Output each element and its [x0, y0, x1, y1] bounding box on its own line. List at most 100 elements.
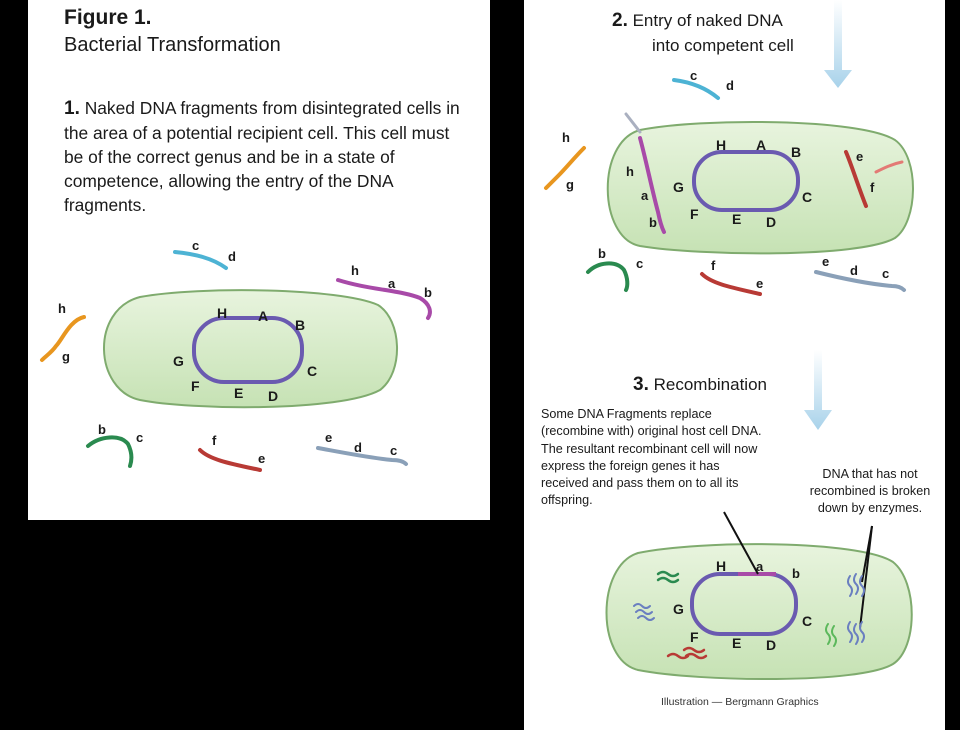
fragment-fe-2: [700, 272, 762, 296]
fragment-hg-2: [544, 146, 586, 190]
fragment-label-d-2: d: [726, 78, 734, 93]
illustration-credit: Illustration — Bergmann Graphics: [661, 696, 819, 708]
fragment-label-d-2b: d: [850, 263, 858, 278]
arrow-to-step-2: [824, 0, 852, 88]
background-black-right: [945, 0, 960, 730]
step-1-text: Naked DNA fragments from disintegrated c…: [64, 98, 460, 215]
fragment-hab-1: [336, 278, 432, 320]
fragment-label-b-2: b: [649, 215, 657, 230]
gene-B-1: B: [295, 317, 305, 333]
fragment-label-b-2b: b: [598, 246, 606, 261]
gene-F-1: F: [191, 378, 200, 394]
fragment-label-h-1b: h: [58, 301, 66, 316]
gene-F-3: F: [690, 629, 699, 645]
entering-arrow-right: [874, 160, 904, 174]
fragment-bc-2: [586, 261, 630, 292]
fragment-cd-2: [672, 78, 720, 100]
fragment-label-b-1b: b: [98, 422, 106, 437]
fragment-label-f-1: f: [212, 433, 217, 448]
gene-C-2: C: [802, 189, 812, 205]
step-2-number: 2.: [612, 10, 628, 31]
fragment-hab-2: [638, 136, 666, 234]
degraded-dna-blue-2: [847, 573, 865, 597]
fragment-hg-1: [40, 315, 86, 362]
fragment-label-c-1: c: [192, 238, 199, 253]
step-1-caption: 1. Naked DNA fragments from disintegrate…: [64, 96, 464, 217]
fragment-label-a-3: a: [756, 559, 764, 574]
fragment-ef-2: [844, 150, 868, 208]
figure-subtitle: Bacterial Transformation: [64, 34, 281, 56]
step-3-label: Recombination: [653, 375, 767, 394]
step-2-line-2: into competent cell: [652, 36, 794, 55]
step-2-caption: 2. Entry of naked DNA into competent cel…: [612, 8, 794, 58]
fragment-label-h-1: h: [351, 263, 359, 278]
fragment-label-h-2b: h: [626, 164, 634, 179]
host-chromosome-2: [692, 150, 800, 212]
fragment-label-e-2: e: [856, 149, 863, 164]
recombination-note: Some DNA Fragments replace (recombine wi…: [541, 407, 762, 508]
gene-D-3: D: [766, 637, 776, 653]
fragment-label-e-1b: e: [325, 430, 332, 445]
degraded-dna-green-1: [656, 570, 680, 584]
gene-A-2: A: [756, 137, 766, 153]
enzyme-note: DNA that has not recombined is broken do…: [809, 467, 931, 515]
fragment-label-c-2: c: [690, 68, 697, 83]
step-3-caption: 3. Recombination: [633, 374, 767, 396]
fragment-edc-2: [814, 270, 906, 292]
step-1-number: 1.: [64, 98, 80, 119]
figure-title: Figure 1.: [64, 6, 152, 29]
gene-C-1: C: [307, 363, 317, 379]
gene-B-2: B: [791, 144, 801, 160]
gene-H-3: H: [716, 558, 726, 574]
fragment-label-g-2: g: [566, 177, 574, 192]
gene-D-1: D: [268, 388, 278, 404]
gene-C-3: C: [802, 613, 812, 629]
fragment-label-d-1b: d: [354, 440, 362, 455]
gene-G-1: G: [173, 353, 184, 369]
gene-E-3: E: [732, 635, 741, 651]
fragment-label-b-1: b: [424, 285, 432, 300]
pointer-enzyme-2: [859, 525, 873, 629]
entering-arrow-left: [624, 112, 642, 134]
gene-E-2: E: [732, 211, 741, 227]
pointer-recombination: [723, 511, 759, 575]
arrow-to-step-3: [804, 350, 832, 430]
gene-A-1: A: [258, 308, 268, 324]
fragment-label-e-2c: e: [822, 254, 829, 269]
recipient-cell-1: [103, 289, 398, 409]
fragment-label-f-2b: f: [711, 258, 716, 273]
degraded-dna-blue-1: [633, 603, 655, 621]
fragment-label-g-1: g: [62, 349, 70, 364]
fragment-label-c-2b: c: [636, 256, 643, 271]
fragment-label-e-2b: e: [756, 276, 763, 291]
gene-G-3: G: [673, 601, 684, 617]
fragment-label-a-1: a: [388, 276, 396, 291]
fragment-label-d-1: d: [228, 249, 236, 264]
fragment-label-c-1c: c: [390, 443, 397, 458]
competent-cell-2: [606, 120, 914, 255]
fragment-label-c-2c: c: [882, 266, 889, 281]
gene-F-2: F: [690, 206, 699, 222]
fragment-bc-1: [86, 435, 134, 468]
step-2-line-1: Entry of naked DNA: [632, 11, 783, 30]
gene-H-1: H: [217, 305, 227, 321]
fragment-edc-1: [316, 446, 408, 466]
step-3-number: 3.: [633, 374, 649, 395]
fragment-label-e-1: e: [258, 451, 265, 466]
host-chromosome-1: [192, 316, 304, 384]
degraded-dna-blue-3: [847, 621, 865, 645]
degraded-dna-green-2: [825, 623, 837, 647]
gene-E-1: E: [234, 385, 243, 401]
degraded-dna-red: [666, 646, 708, 660]
fragment-label-c-1b: c: [136, 430, 143, 445]
fragment-label-f-2: f: [870, 180, 875, 195]
fragment-label-h-2: h: [562, 130, 570, 145]
gene-G-2: G: [673, 179, 684, 195]
panel-step-1: [28, 0, 490, 520]
gene-H-2: H: [716, 137, 726, 153]
fragment-label-b-3: b: [792, 566, 800, 581]
fragment-label-a-2: a: [641, 188, 649, 203]
fragment-fe-1: [198, 448, 262, 472]
fragment-cd-1: [173, 250, 228, 270]
